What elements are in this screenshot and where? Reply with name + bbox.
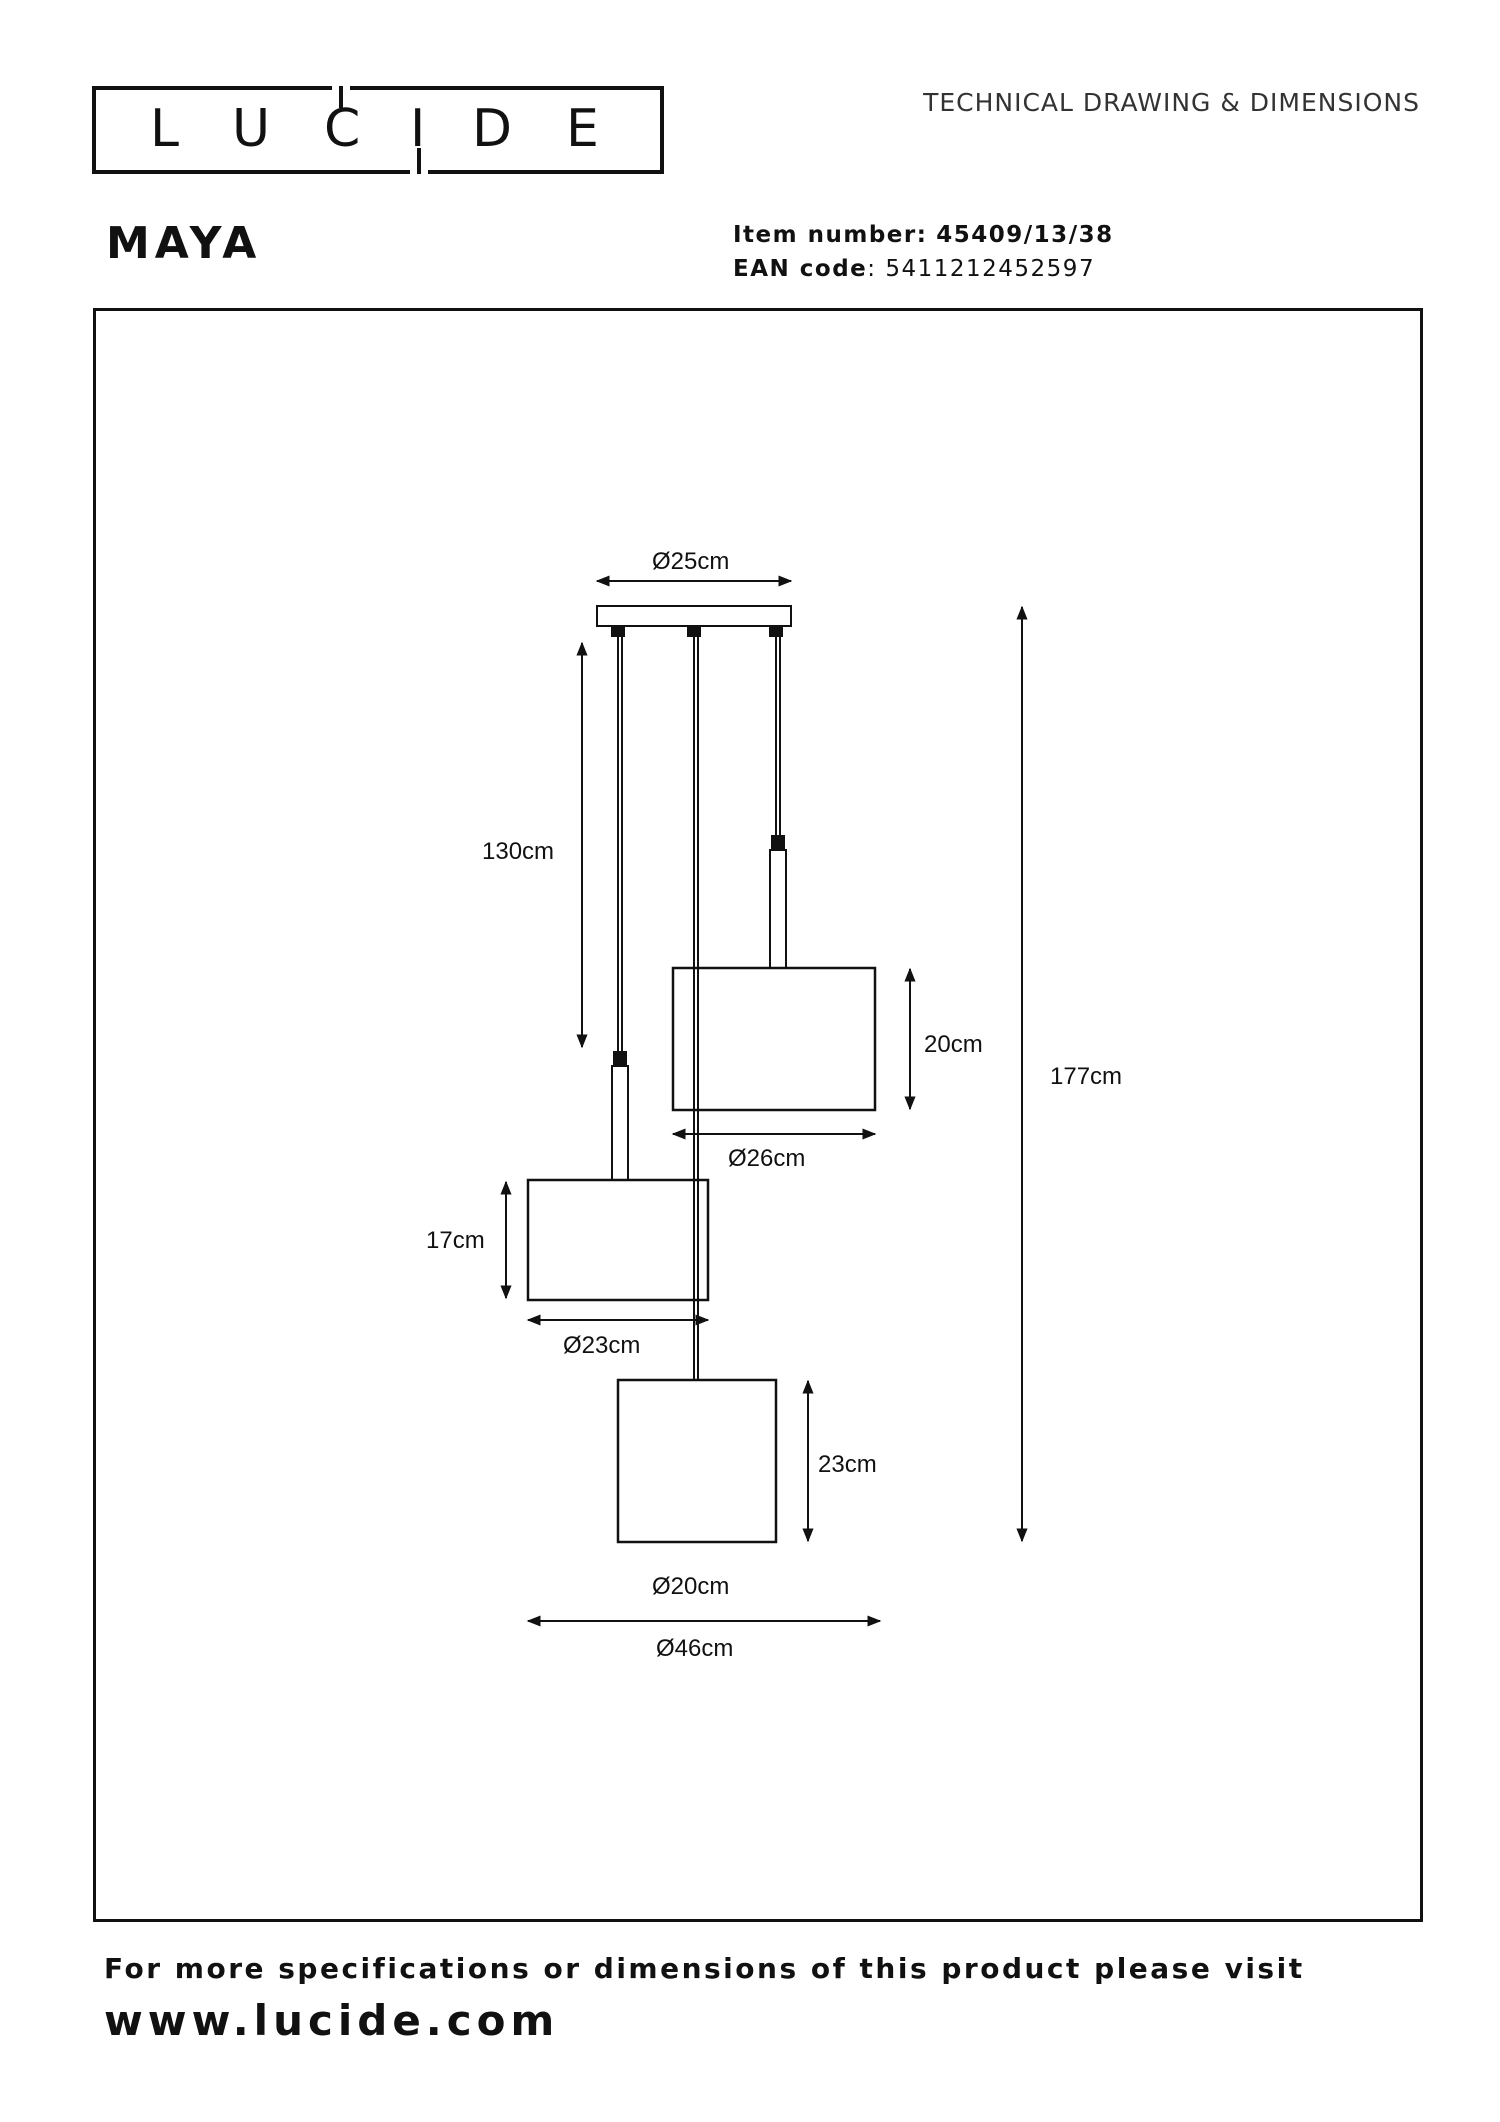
ean-row: EAN code: 5411212452597 <box>733 256 1096 282</box>
logo-letter: I <box>410 99 425 159</box>
logo-letter: E <box>566 99 599 159</box>
canopy-mount <box>687 625 701 637</box>
item-number-label: Item number: <box>733 222 928 248</box>
dim-total-width: Ø46cm <box>656 1635 733 1662</box>
dim-cable-length: 130cm <box>482 838 554 865</box>
logo-letter: L <box>150 99 179 159</box>
dim-shade-top-height: 20cm <box>924 1031 983 1058</box>
dim-shade-bottom-diameter: Ø20cm <box>652 1573 729 1600</box>
cable-sleeve <box>611 1065 629 1181</box>
dim-total-height: 177cm <box>1050 1063 1122 1090</box>
cable-connector <box>613 1051 627 1067</box>
ceiling-canopy <box>596 605 792 627</box>
ean-label: EAN code <box>733 256 868 282</box>
logo-letter: D <box>472 99 512 159</box>
shade-bottom <box>616 1378 778 1544</box>
cable-sleeve <box>769 849 787 969</box>
lucide-logo: L U C I D E <box>92 86 664 174</box>
ean-value: 5411212452597 <box>885 256 1096 282</box>
dim-shade-left-height: 17cm <box>426 1227 485 1254</box>
logo-letter: C <box>324 99 360 159</box>
canopy-mount <box>769 625 783 637</box>
canopy-mount <box>611 625 625 637</box>
product-name: MAYA <box>106 218 262 269</box>
shade-top <box>671 966 877 1112</box>
dim-shade-left-diameter: Ø23cm <box>563 1332 640 1359</box>
item-number-value: 45409/13/38 <box>936 222 1114 248</box>
dim-canopy-diameter: Ø25cm <box>652 548 729 575</box>
item-number-row: Item number: 45409/13/38 <box>733 218 1114 252</box>
shade-left <box>526 1178 710 1302</box>
cable-connector <box>771 835 785 851</box>
product-meta: Item number: 45409/13/38 EAN code: 54112… <box>733 218 1114 286</box>
drawing-frame <box>93 308 1423 1922</box>
dim-shade-bottom-height: 23cm <box>818 1451 877 1478</box>
document-type: TECHNICAL DRAWING & DIMENSIONS <box>923 88 1420 117</box>
footer-note: For more specifications or dimensions of… <box>104 1952 1305 1985</box>
dim-shade-top-diameter: Ø26cm <box>728 1145 805 1172</box>
logo-letter: U <box>232 99 270 159</box>
footer-url-link[interactable]: www.lucide.com <box>104 1996 560 2045</box>
